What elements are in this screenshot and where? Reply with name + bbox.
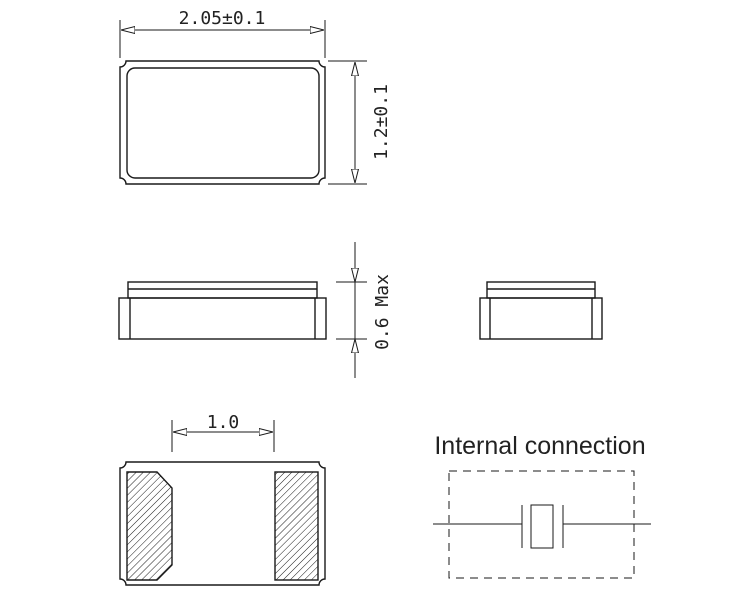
length-dimension-label: 2.05±0.1 bbox=[179, 8, 266, 29]
crystal-symbol-icon bbox=[530, 504, 554, 549]
width-dimension-label: 1.2±0.1 bbox=[371, 84, 392, 160]
internal-connection: Internal connection bbox=[433, 432, 651, 579]
height-dimension-label: 0.6 Max bbox=[372, 274, 393, 350]
top-view-lid bbox=[126, 67, 320, 179]
side-view-lid bbox=[127, 281, 318, 299]
end-view-body bbox=[479, 297, 603, 340]
top-view-outline bbox=[119, 60, 326, 185]
bottom-view-outline bbox=[119, 461, 326, 586]
pad-right bbox=[274, 471, 319, 581]
top-view: 2.05±0.1 1.2±0.1 bbox=[119, 8, 392, 185]
pad-left bbox=[126, 471, 173, 581]
side-view: 0.6 Max bbox=[118, 242, 393, 378]
pad-gap-dimension-label: 1.0 bbox=[207, 412, 240, 433]
bottom-view: 1.0 bbox=[119, 412, 326, 586]
end-view bbox=[479, 281, 603, 340]
end-view-lid bbox=[486, 281, 596, 299]
internal-connection-title: Internal connection bbox=[434, 432, 645, 460]
side-view-body bbox=[118, 297, 327, 340]
